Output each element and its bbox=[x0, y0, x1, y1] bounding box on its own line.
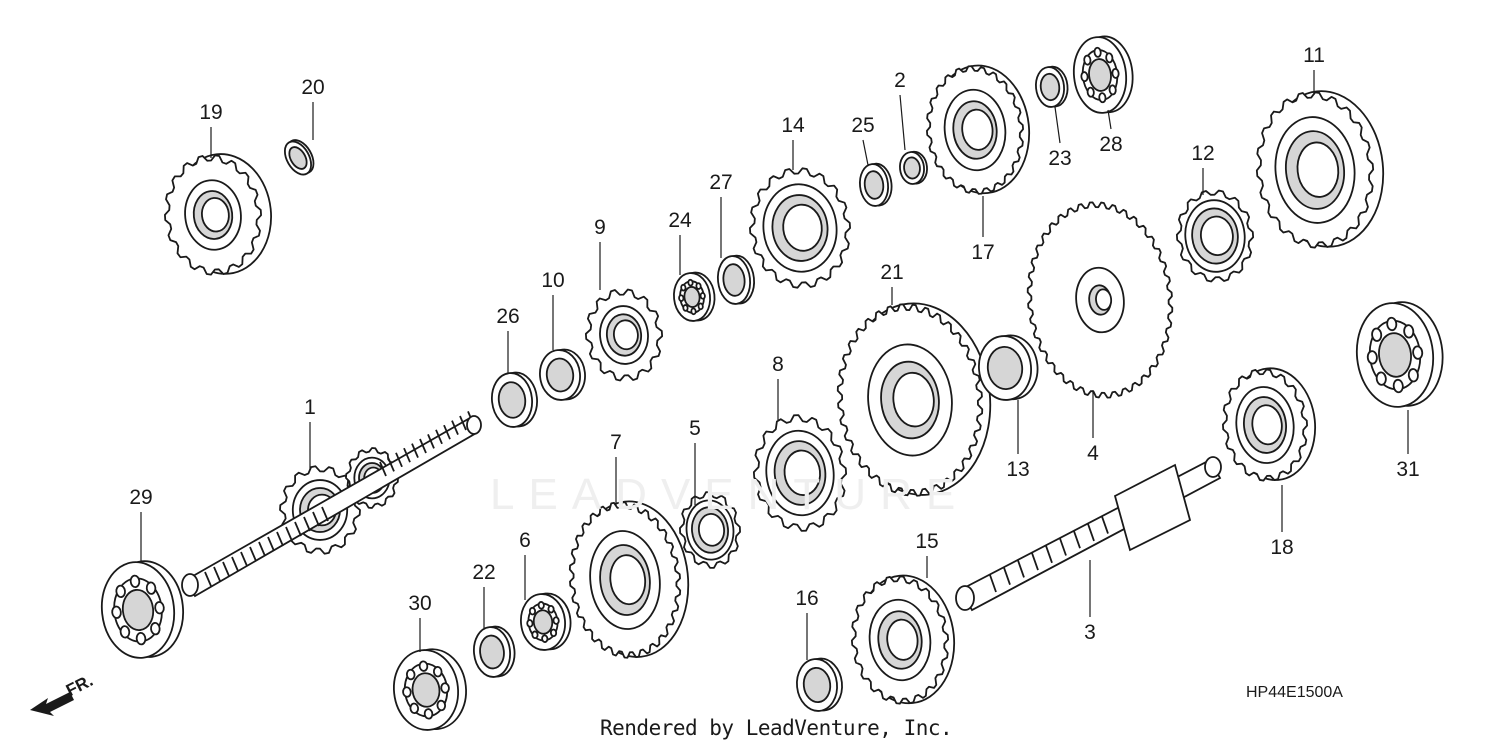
mainshaft-1 bbox=[181, 411, 482, 598]
washer-23 bbox=[1035, 65, 1069, 108]
callout-9[interactable]: 9 bbox=[594, 216, 606, 239]
washer-22 bbox=[473, 625, 516, 678]
leader-28 bbox=[1107, 109, 1112, 130]
callout-12[interactable]: 12 bbox=[1191, 142, 1215, 165]
callout-17[interactable]: 17 bbox=[971, 241, 995, 264]
gear-7 bbox=[568, 500, 690, 659]
callout-10[interactable]: 10 bbox=[541, 269, 565, 292]
callout-20[interactable]: 20 bbox=[301, 76, 325, 99]
diagram-code: HP44E1500A bbox=[1246, 684, 1343, 701]
callout-21[interactable]: 21 bbox=[880, 261, 904, 284]
render-credit: Rendered by LeadVenture, Inc. bbox=[600, 716, 953, 740]
countershaft-3 bbox=[955, 456, 1222, 612]
gear-4 bbox=[1026, 201, 1174, 399]
callout-16[interactable]: 16 bbox=[795, 587, 819, 610]
washer-26 bbox=[491, 371, 538, 428]
callout-8[interactable]: 8 bbox=[772, 353, 784, 376]
circlip-27 bbox=[716, 254, 755, 305]
callout-4[interactable]: 4 bbox=[1087, 442, 1099, 465]
washer-25 bbox=[859, 162, 893, 207]
gear-9 bbox=[584, 288, 664, 382]
callout-11[interactable]: 11 bbox=[1303, 44, 1325, 67]
gear-14 bbox=[749, 167, 851, 289]
gear-19 bbox=[164, 153, 272, 276]
leader-2 bbox=[899, 94, 906, 151]
collar-20 bbox=[283, 139, 315, 176]
gear-5 bbox=[679, 491, 741, 569]
callout-19[interactable]: 19 bbox=[199, 101, 223, 124]
watermark: LEADVENTURE bbox=[490, 470, 970, 519]
bearing-6 bbox=[520, 592, 572, 651]
callout-3[interactable]: 3 bbox=[1084, 621, 1096, 644]
gear-17 bbox=[926, 64, 1031, 195]
callout-30[interactable]: 30 bbox=[408, 592, 432, 615]
bushing-16 bbox=[796, 657, 843, 712]
gear-12 bbox=[1175, 189, 1255, 283]
bearing-31 bbox=[1355, 301, 1444, 408]
gear-8 bbox=[752, 414, 848, 532]
bearing-30 bbox=[393, 648, 467, 731]
callout-28[interactable]: 28 bbox=[1099, 133, 1123, 156]
gear-21 bbox=[836, 302, 992, 497]
bearing-29 bbox=[100, 560, 185, 659]
callout-7[interactable]: 7 bbox=[610, 431, 622, 454]
leader-23 bbox=[1054, 106, 1061, 144]
bearing-24 bbox=[673, 271, 716, 322]
callout-23[interactable]: 23 bbox=[1048, 147, 1072, 170]
callout-13[interactable]: 13 bbox=[1006, 458, 1030, 481]
callout-18[interactable]: 18 bbox=[1270, 536, 1294, 559]
callout-31[interactable]: 31 bbox=[1396, 458, 1420, 481]
callout-27[interactable]: 27 bbox=[709, 171, 733, 194]
callout-1[interactable]: 1 bbox=[304, 396, 316, 419]
bushing-10 bbox=[539, 348, 586, 401]
gear-15 bbox=[850, 574, 956, 705]
callout-6[interactable]: 6 bbox=[519, 529, 531, 552]
front-arrow-icon bbox=[30, 692, 74, 716]
leader-25 bbox=[862, 139, 869, 166]
callout-29[interactable]: 29 bbox=[129, 486, 153, 509]
bushing-13 bbox=[978, 334, 1039, 401]
callout-14[interactable]: 14 bbox=[781, 114, 805, 137]
callout-5[interactable]: 5 bbox=[689, 417, 701, 440]
bushing-2 bbox=[899, 150, 928, 185]
callout-25[interactable]: 25 bbox=[851, 114, 875, 137]
front-direction-arrow bbox=[30, 668, 130, 728]
callout-2[interactable]: 2 bbox=[894, 69, 906, 92]
callout-22[interactable]: 22 bbox=[472, 561, 496, 584]
gear-11 bbox=[1255, 90, 1385, 249]
callout-15[interactable]: 15 bbox=[915, 530, 939, 553]
bearing-28 bbox=[1072, 35, 1134, 114]
callout-24[interactable]: 24 bbox=[668, 209, 692, 232]
callout-26[interactable]: 26 bbox=[496, 305, 520, 328]
gear-18 bbox=[1222, 367, 1317, 482]
